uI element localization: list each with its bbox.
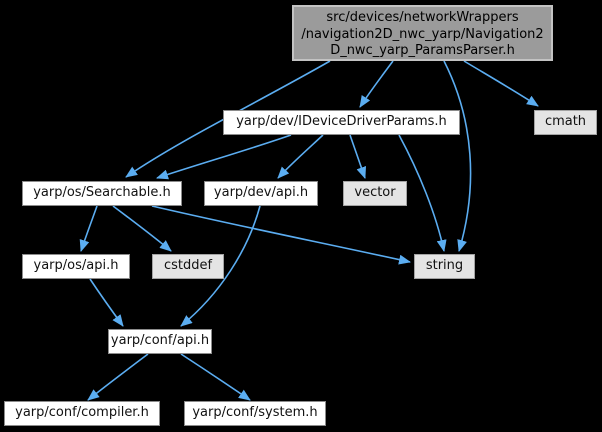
edge-osapi-confapi bbox=[89, 278, 124, 327]
edge-main-idevicedriverparams bbox=[359, 60, 394, 108]
edge-main-string bbox=[443, 60, 472, 252]
edge-idevice-string bbox=[398, 134, 447, 252]
edge-searchable-string bbox=[151, 205, 411, 265]
edge-idevice-vector bbox=[349, 134, 367, 179]
node-yarp-os-searchable[interactable]: yarp/os/Searchable.h bbox=[22, 181, 182, 206]
edge-searchable-cstddef bbox=[112, 205, 172, 252]
node-string: string bbox=[414, 254, 475, 279]
node-vector: vector bbox=[343, 181, 407, 206]
node-yarp-os-api[interactable]: yarp/os/api.h bbox=[22, 254, 130, 279]
node-yarp-conf-system[interactable]: yarp/conf/system.h bbox=[184, 401, 326, 426]
edge-idevice-devapi bbox=[277, 134, 324, 179]
edge-main-searchable bbox=[125, 60, 331, 178]
node-yarp-conf-api[interactable]: yarp/conf/api.h bbox=[108, 329, 212, 354]
edge-searchable-osapi bbox=[79, 205, 98, 252]
node-yarp-conf-compiler[interactable]: yarp/conf/compiler.h bbox=[4, 401, 160, 426]
main-node-line2: /navigation2D_nwc_yarp/Navigation2 bbox=[301, 26, 544, 42]
main-node-line1: src/devices/networkWrappers bbox=[326, 10, 519, 25]
edge-confapi-system bbox=[180, 353, 251, 401]
edge-confapi-compiler bbox=[87, 353, 149, 401]
node-cstddef: cstddef bbox=[152, 254, 224, 279]
node-main-paramsparser-header: src/devices/networkWrappers /navigation2… bbox=[292, 5, 553, 61]
node-cmath: cmath bbox=[534, 110, 597, 135]
main-node-line3: D_nwc_yarp_ParamsParser.h bbox=[330, 43, 515, 58]
node-yarp-dev-idevicedriverparams[interactable]: yarp/dev/IDeviceDriverParams.h bbox=[223, 110, 460, 135]
edge-idevice-searchable bbox=[156, 134, 292, 180]
edge-devapi-confapi bbox=[180, 205, 261, 327]
edge-main-cmath bbox=[463, 60, 539, 107]
node-yarp-dev-api[interactable]: yarp/dev/api.h bbox=[204, 181, 318, 206]
